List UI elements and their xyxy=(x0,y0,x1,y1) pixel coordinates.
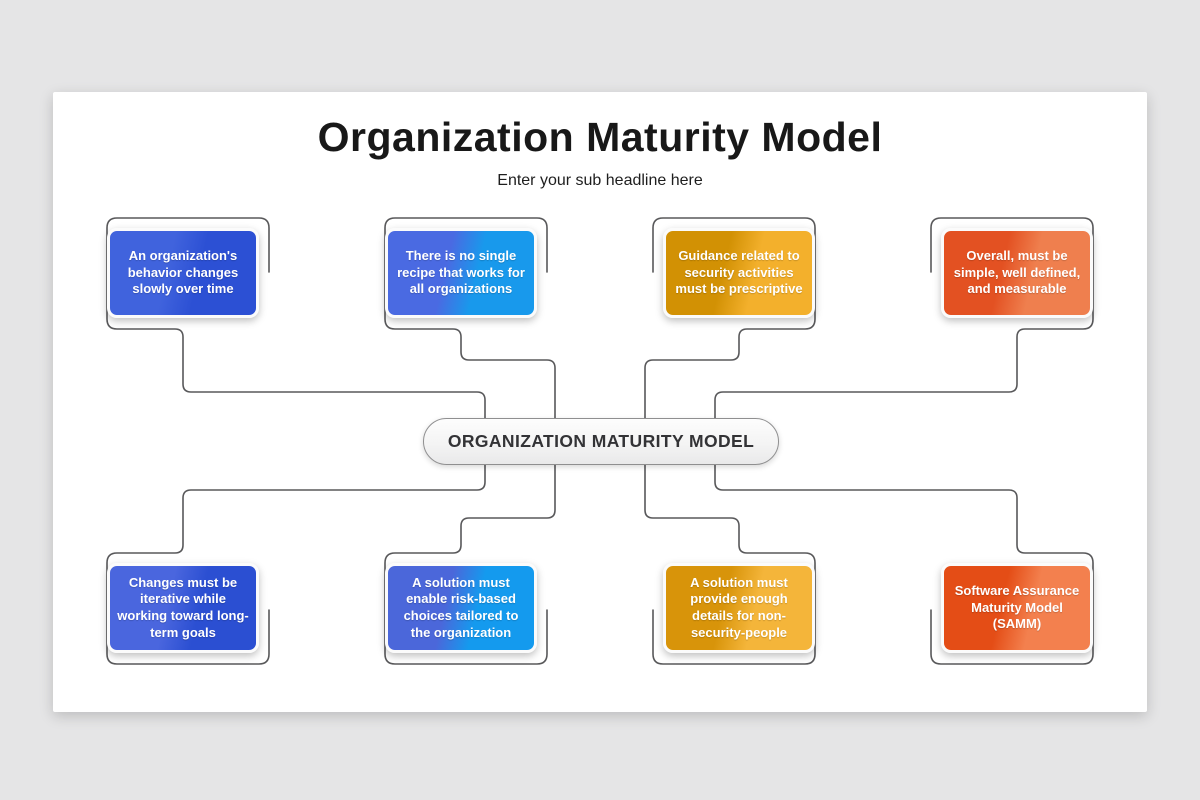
page-title: Organization Maturity Model xyxy=(317,114,883,160)
node-top-4-label: Overall, must be simple, well defined, a… xyxy=(953,248,1081,297)
node-top-2-label: There is no single recipe that works for… xyxy=(397,248,525,297)
node-top-3: Guidance related to security activities … xyxy=(663,228,815,318)
page-subtitle: Enter your sub headline here xyxy=(497,172,703,189)
node-bottom-3-label: A solution must provide enough details f… xyxy=(690,574,788,640)
node-bottom-2: A solution must enable risk-based choice… xyxy=(385,563,537,653)
node-bottom-2-label: A solution must enable risk-based choice… xyxy=(403,574,519,640)
node-top-4: Overall, must be simple, well defined, a… xyxy=(941,228,1093,318)
node-top-1-label: An organization's behavior changes slowl… xyxy=(127,248,239,297)
node-bottom-4: Software Assurance Maturity Model (SAMM) xyxy=(941,563,1093,653)
center-pill: ORGANIZATION MATURITY MODEL xyxy=(423,418,779,465)
node-top-1: An organization's behavior changes slowl… xyxy=(107,228,259,318)
node-bottom-3: A solution must provide enough details f… xyxy=(663,563,815,653)
node-top-3-label: Guidance related to security activities … xyxy=(675,248,803,297)
node-bottom-1-label: Changes must be iterative while working … xyxy=(117,574,249,640)
node-bottom-4-label: Software Assurance Maturity Model (SAMM) xyxy=(954,583,1080,632)
node-top-2: There is no single recipe that works for… xyxy=(385,228,537,318)
node-bottom-1: Changes must be iterative while working … xyxy=(107,563,259,653)
center-pill-label: ORGANIZATION MATURITY MODEL xyxy=(447,431,755,451)
